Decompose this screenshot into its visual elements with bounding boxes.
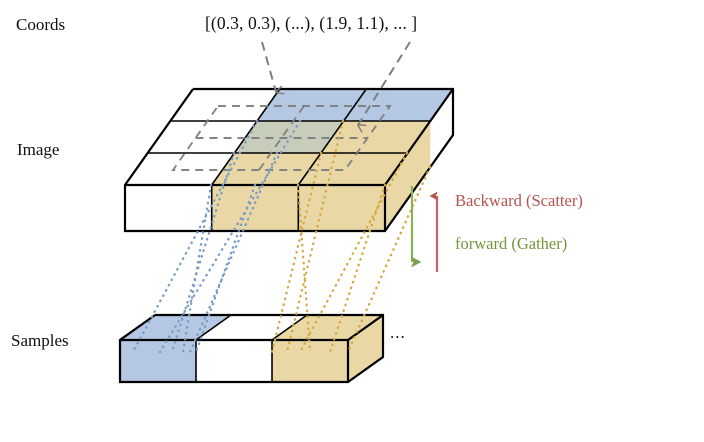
image-row-label: Image xyxy=(17,140,60,159)
image-cell-r2c0 xyxy=(125,153,235,185)
coord-arrow-right xyxy=(358,41,411,125)
image-front-c0 xyxy=(125,185,212,231)
image-cell-r1c0 xyxy=(147,121,257,153)
image-cell-r1c2 xyxy=(321,121,431,153)
image-cell-r0c2 xyxy=(343,89,453,121)
coords-value-text: [(0.3, 0.3), (...), (1.9, 1.1), ... ] xyxy=(205,13,418,33)
image-right-face-tan xyxy=(385,121,431,231)
image-front-c2 xyxy=(298,185,385,231)
image-front-c1 xyxy=(211,185,299,231)
sample-right-face xyxy=(348,315,383,382)
sample-front-c1 xyxy=(196,340,272,382)
samples-row-label: Samples xyxy=(11,331,69,350)
image-cell-r0c0 xyxy=(170,89,280,121)
samples-gridlines xyxy=(195,314,308,382)
forward-gather-label: forward (Gather) xyxy=(455,234,568,253)
samples-slab xyxy=(118,313,385,384)
projection-lines xyxy=(131,119,432,354)
image-cell-r2c1 xyxy=(211,153,321,185)
samples-ellipsis-label: ... xyxy=(390,323,406,342)
image-cell-overlap xyxy=(234,121,344,153)
image-slab xyxy=(123,87,455,233)
image-cell-r0c1 xyxy=(257,89,367,121)
sample-front-c0 xyxy=(120,340,196,382)
coords-row-label: Coords xyxy=(16,15,66,34)
projection-lines-tan xyxy=(270,119,432,354)
direction-arrows xyxy=(410,186,439,272)
coord-arrow-left xyxy=(261,41,276,92)
image-cell-r2c2 xyxy=(298,153,408,185)
projection-lines-blue xyxy=(131,119,302,354)
backward-scatter-label: Backward (Scatter) xyxy=(455,191,583,210)
coord-pointer-arrows xyxy=(261,41,411,125)
